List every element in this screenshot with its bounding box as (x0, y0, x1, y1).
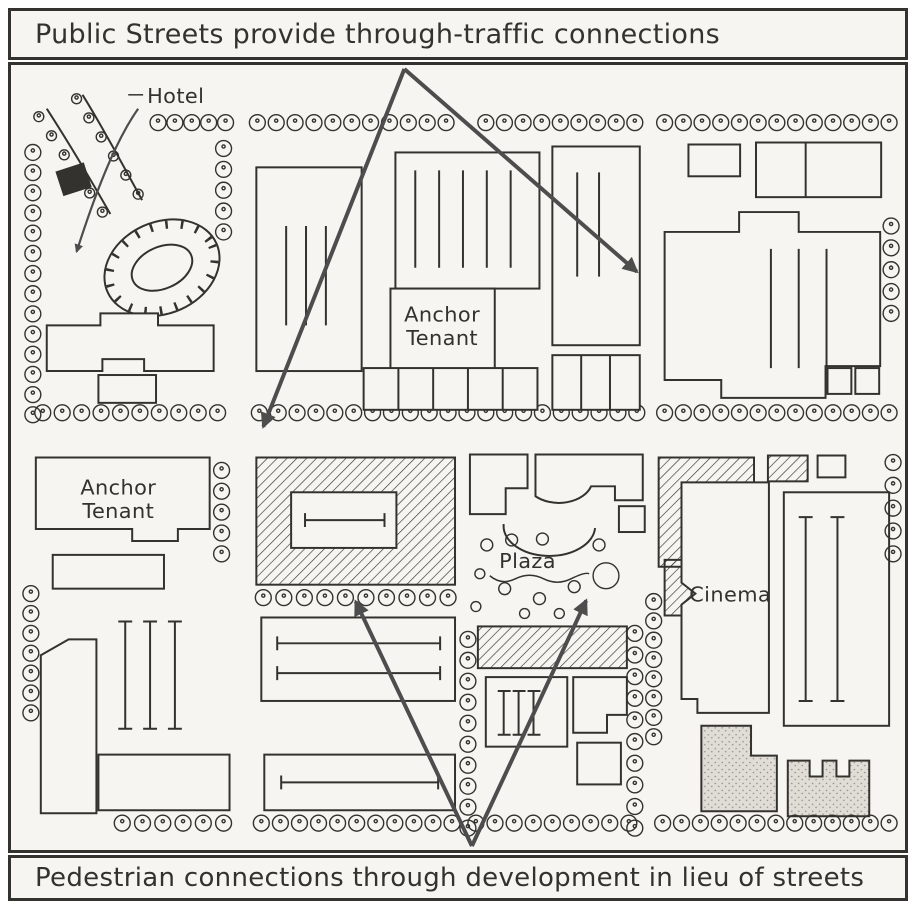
block-retail-north: Anchor Tenant (248, 113, 646, 422)
hotel-drive-road-edge (81, 94, 143, 201)
plaza-trees (470, 532, 620, 620)
tree-row (250, 404, 646, 422)
tree-row (149, 113, 235, 132)
tree-row (212, 461, 231, 563)
tree-row (34, 404, 227, 422)
parking-bays (118, 620, 182, 730)
tree-row (214, 139, 233, 241)
parking-bays (414, 170, 512, 268)
block-cinema: Cinema (645, 453, 902, 832)
hotel-drive-road-edge (45, 108, 112, 215)
label-anchor-west-line2: Tenant (81, 499, 154, 523)
building (816, 454, 847, 479)
tree-row (645, 592, 663, 746)
tree-row (655, 404, 898, 422)
building (576, 741, 622, 786)
label-anchor-north-line1: Anchor (404, 302, 480, 326)
building (468, 453, 529, 516)
building-bays (276, 636, 442, 681)
parking-bays (576, 172, 601, 277)
arrow-line (470, 598, 588, 847)
retail-building (255, 166, 363, 373)
block-anchor-west: Anchor Tenant (22, 456, 233, 832)
hotel-entry-canopy (55, 162, 92, 197)
arrow-line (403, 67, 639, 274)
building (97, 753, 231, 812)
shrub-row (33, 111, 109, 218)
pedestrian-tree-row (626, 624, 644, 837)
building (687, 143, 742, 178)
parking-bays (285, 225, 327, 326)
shop-dividers (580, 355, 611, 410)
parking-bays (798, 516, 845, 702)
tree-row (467, 814, 638, 832)
cinema-building (680, 481, 770, 714)
label-cinema: Cinema (689, 583, 771, 607)
tree-row (22, 584, 40, 722)
tree-row (113, 814, 233, 832)
hatched-building (476, 625, 628, 670)
tree-row (477, 113, 644, 132)
building (854, 367, 881, 395)
building (484, 676, 569, 748)
building (534, 453, 644, 504)
label-hotel: Hotel (147, 84, 204, 108)
caption-top-text: Public Streets provide through-traffic c… (35, 18, 720, 50)
hatched-building (766, 454, 809, 483)
label-anchor-west-line1: Anchor (80, 475, 156, 499)
tree-row (459, 630, 477, 837)
block-hatched-mid (252, 456, 461, 832)
hotel-building-wing (97, 374, 158, 404)
plaza-squiggle (489, 572, 590, 583)
building-wing (51, 553, 165, 590)
caption-bottom-text: Pedestrian connections through developme… (35, 863, 865, 893)
pedestrian-tree-row (254, 588, 457, 607)
arrow-public-streets (260, 67, 639, 429)
building (572, 676, 628, 734)
tree-row (24, 143, 42, 424)
label-anchor-north-line2: Tenant (405, 326, 478, 350)
label-plaza: Plaza (499, 549, 556, 573)
shop-row (551, 354, 641, 411)
building-bay (304, 513, 386, 528)
hotel-building (45, 312, 215, 373)
anchor-tenant-west-building (34, 456, 211, 542)
block-hotel: Hotel (24, 84, 235, 424)
arrow-line (260, 68, 407, 429)
tree-row (882, 217, 900, 323)
building (260, 616, 457, 702)
building (826, 367, 853, 395)
site-plan-frame: Hotel Anchor Tenant (8, 62, 908, 853)
retail-building (551, 145, 641, 347)
arrow-pedestrian-connections (353, 598, 588, 847)
tree-row (655, 113, 898, 132)
caption-bottom: Pedestrian connections through developme… (8, 855, 908, 901)
tree-row (884, 453, 902, 563)
site-plan: Hotel Anchor Tenant (22, 67, 902, 847)
hotel-oval-drive (103, 218, 221, 317)
building (617, 505, 646, 534)
parking-bays (769, 248, 828, 369)
arrow-line (353, 599, 474, 847)
tree-row (248, 113, 455, 132)
building (39, 638, 98, 815)
block-northeast (655, 113, 900, 422)
stippled-building (786, 759, 871, 818)
hotel-leader-arrow (74, 108, 140, 254)
tree-row (653, 814, 898, 832)
tree-row (252, 814, 461, 832)
caption-top: Public Streets provide through-traffic c… (8, 8, 908, 60)
shop-dividers (397, 368, 504, 410)
building (755, 141, 883, 199)
stippled-building (700, 724, 778, 813)
shop-row (362, 367, 539, 411)
block-plaza: Plaza (459, 453, 646, 837)
retail-building (394, 151, 541, 290)
